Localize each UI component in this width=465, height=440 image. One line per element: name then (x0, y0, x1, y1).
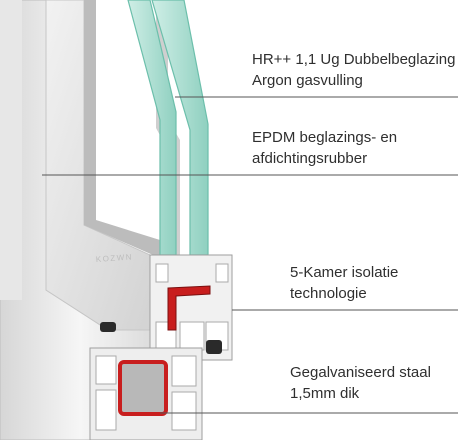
sash-gasket (206, 340, 222, 354)
callout-glazing: HR++ 1,1 Ug Dubbelbeglazing Argon gasvul… (252, 49, 464, 91)
frame-chamber (95, 355, 117, 385)
callout-rubber: EPDM beglazings- en afdichtingsrubber (252, 127, 464, 169)
frame-chamber (171, 391, 197, 431)
frame-chamber (95, 389, 117, 431)
steel-reinforcement (118, 360, 168, 416)
sash-chamber (215, 263, 229, 283)
callout-text: EPDM beglazings- en (252, 129, 398, 146)
frame-chamber (171, 355, 197, 387)
callout-text: 1,5mm dik (290, 385, 360, 402)
callout-text: Argon gasvulling (252, 72, 363, 89)
callout-steel: Gegalvaniseerd staal 1,5mm dik (290, 362, 465, 404)
inner-frame-bevel (45, 0, 151, 331)
brand-watermark: KOZWN (96, 252, 134, 264)
callout-text: technologie (290, 285, 367, 302)
callout-chambers: 5-Kamer isolatie technologie (290, 262, 465, 304)
frame-gasket (100, 322, 116, 332)
sash-reinforcement (167, 285, 211, 331)
sash-chamber (179, 321, 205, 351)
outer-frame-face (0, 0, 22, 300)
callout-text: 5-Kamer isolatie (290, 264, 399, 281)
sash-chamber (155, 263, 169, 283)
callout-text: HR++ 1,1 Ug Dubbelbeglazing (252, 51, 456, 68)
callout-text: Gegalvaniseerd staal (290, 364, 431, 381)
sash-bevel (84, 0, 160, 258)
callout-text: afdichtingsrubber (252, 150, 368, 167)
